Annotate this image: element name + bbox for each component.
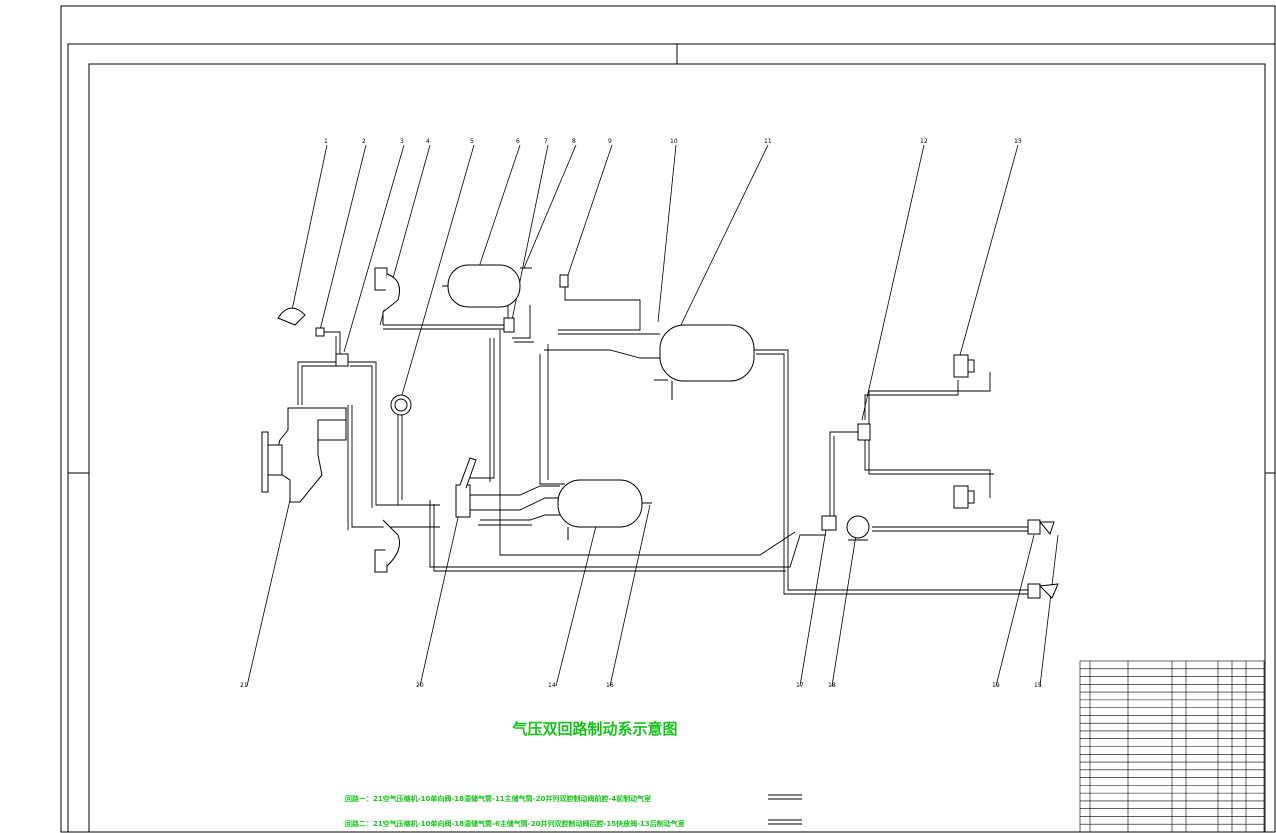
front-brake-chambers	[374, 267, 401, 573]
pressure-gauge-5	[390, 394, 412, 416]
callout-11: 11	[764, 138, 772, 145]
legend-keys	[768, 794, 802, 825]
circuit-1-description: 回路一：21空气压缩机-10单向阀-18湿储气筒-11主储气筒-20并列双腔制动…	[345, 795, 652, 803]
callout-18: 18	[828, 682, 836, 689]
callout-8: 8	[572, 138, 576, 145]
callout-7: 7	[544, 138, 548, 145]
callout-16: 16	[606, 682, 614, 689]
callout-14: 14	[548, 682, 556, 689]
callout-9: 9	[608, 138, 612, 145]
callout-17: 17	[796, 682, 804, 689]
leader-lines	[246, 144, 1059, 687]
callout-6: 6	[516, 138, 520, 145]
air-compressor-21	[261, 407, 347, 503]
main-reservoir-tank-11	[654, 324, 755, 400]
callout-19: 19	[992, 682, 1000, 689]
callout-1: 1	[324, 138, 328, 145]
callout-12: 12	[920, 138, 928, 145]
callout-20: 20	[416, 682, 424, 689]
callout-13: 13	[1014, 138, 1022, 145]
drawing-border	[60, 5, 1276, 833]
callout-4: 4	[426, 138, 430, 145]
main-reservoir-tank-19	[557, 479, 652, 540]
callout-2: 2	[362, 138, 366, 145]
callout-5: 5	[470, 138, 474, 145]
rear-brake-chambers	[953, 354, 975, 509]
circuit-2-description: 回路二：21空气压缩机-10单向阀-18湿储气筒-6主储气筒-20并列双腔制动阀…	[345, 820, 685, 828]
callout-3: 3	[400, 138, 404, 145]
callout-15: 15	[1034, 682, 1042, 689]
diagram-title: 气压双回路制动系示意图	[512, 720, 678, 738]
parts-table	[1079, 660, 1265, 833]
callout-10: 10	[670, 138, 678, 145]
callout-21: 21	[240, 682, 248, 689]
piping	[297, 285, 1030, 595]
valves	[277, 274, 1059, 599]
wet-reservoir-tank-6	[442, 264, 532, 308]
